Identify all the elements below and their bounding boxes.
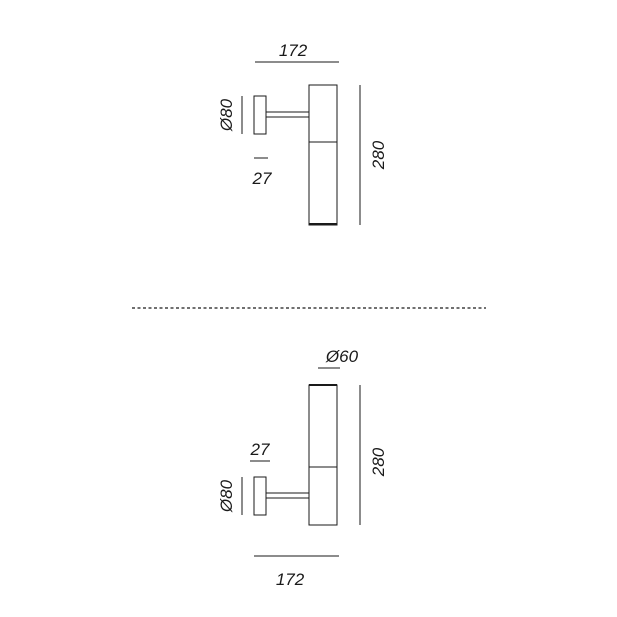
bottom-lamp-tube: [308, 384, 338, 526]
top-lamp-tube: [308, 84, 338, 226]
top-base-depth-label: 27: [252, 169, 272, 188]
bottom-base-depth-label: 27: [250, 440, 270, 459]
bottom-view: Ø60 27 Ø80 280 172: [217, 347, 388, 589]
top-base-diameter-label: Ø80: [217, 98, 236, 132]
top-height-label: 280: [369, 140, 388, 170]
top-view: 172 Ø80 27 280: [217, 41, 388, 226]
bottom-wall-base: [253, 476, 267, 516]
bottom-tube-diameter-label: Ø60: [325, 347, 359, 366]
bottom-width-label: 172: [276, 570, 305, 589]
bottom-base-diameter-label: Ø80: [217, 479, 236, 513]
top-wall-base: [253, 95, 267, 135]
bottom-height-label: 280: [369, 447, 388, 477]
top-width-label: 172: [279, 41, 308, 60]
